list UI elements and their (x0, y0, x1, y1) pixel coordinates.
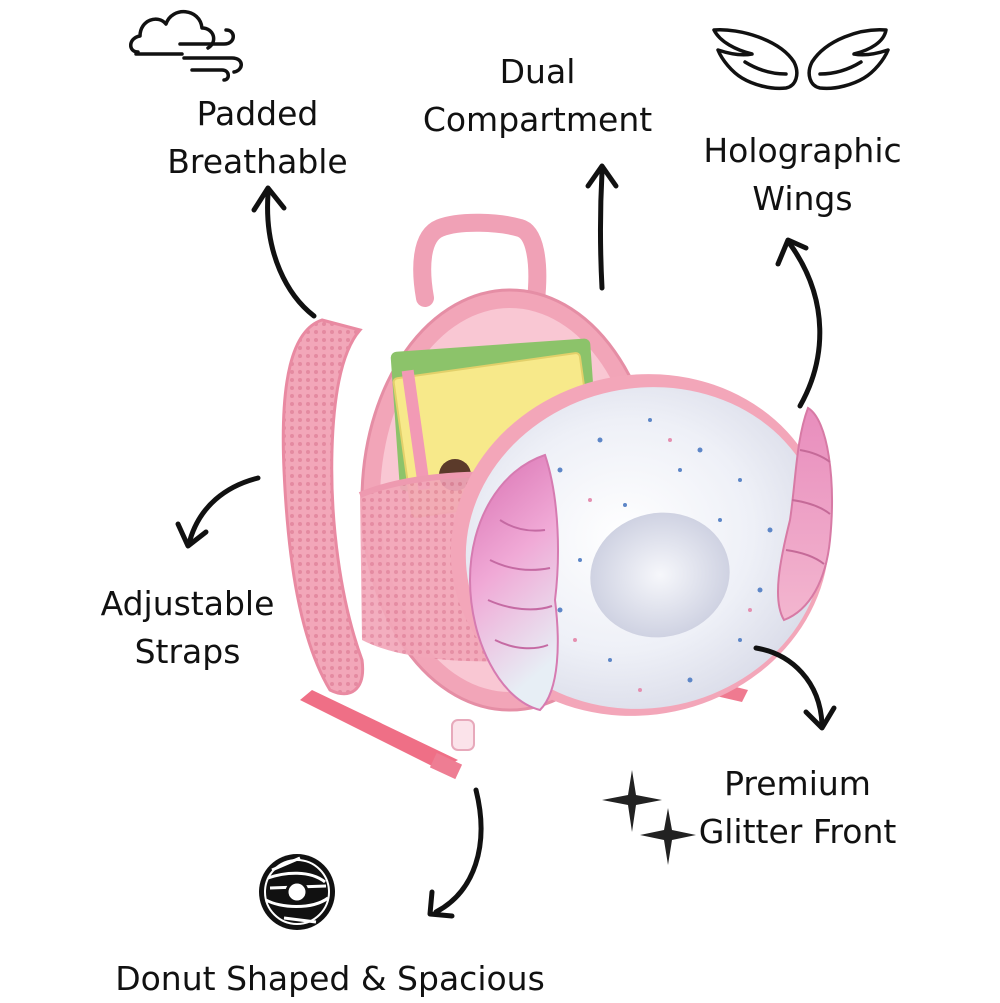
feature-wings-line1: Holographic (703, 131, 902, 170)
feature-padded-line1: Padded (196, 94, 319, 133)
donut-icon (259, 854, 335, 930)
feature-padded-label: Padded Breathable (150, 90, 365, 186)
wings-icon (712, 28, 890, 91)
feature-donut-label: Donut Shaped & Spacious (95, 955, 565, 1003)
sprinkles (557, 418, 773, 683)
arrow-padded (251, 185, 317, 319)
feature-donut-line1: Donut Shaped & Spacious (115, 959, 545, 998)
feature-padded-line2: Breathable (167, 142, 348, 181)
backpack-illustration (281, 213, 833, 780)
feature-dual-line2: Compartment (422, 100, 653, 139)
arrow-glitter (753, 645, 837, 731)
arrow-dual (585, 163, 619, 291)
feature-dual-line1: Dual (499, 52, 576, 91)
arrow-donut (427, 787, 484, 919)
feature-dual-label: Dual Compartment (405, 48, 670, 144)
feature-glitter-line2: Glitter Front (698, 812, 897, 851)
feature-glitter-label: Premium Glitter Front (690, 760, 905, 856)
arrow-straps (175, 475, 261, 549)
feature-glitter-line1: Premium (724, 764, 871, 803)
arrow-wings (775, 237, 823, 409)
cloud-wind-icon (129, 9, 243, 82)
feature-straps-line2: Straps (134, 632, 241, 671)
feature-straps-line1: Adjustable (100, 584, 275, 623)
feature-straps-label: Adjustable Straps (80, 580, 295, 676)
feature-wings-line2: Wings (752, 179, 853, 218)
sparkle-icon (602, 770, 696, 865)
feature-wings-label: Holographic Wings (690, 127, 915, 223)
